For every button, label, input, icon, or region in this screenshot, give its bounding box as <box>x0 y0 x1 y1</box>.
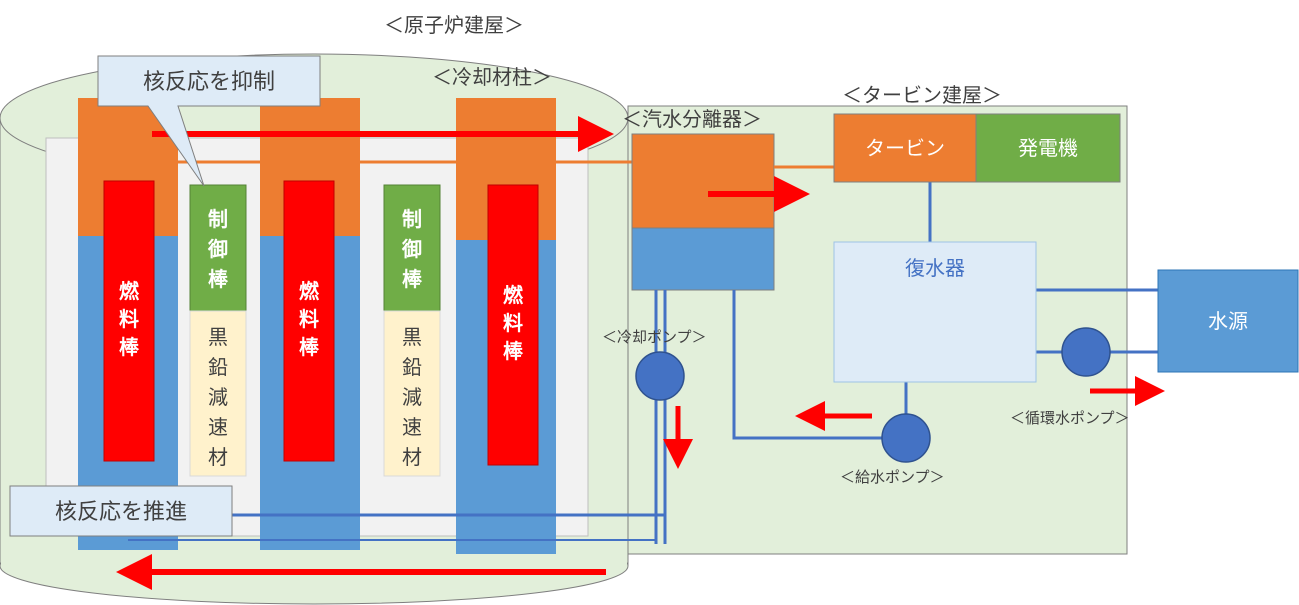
graphite-2-label-2: 鉛 <box>402 355 422 379</box>
feed-pump-icon <box>881 413 931 463</box>
feed-pump-label: ＜給水ポンプ＞ <box>840 468 945 486</box>
graphite-2-label-4: 速 <box>402 415 422 439</box>
circ-pump-icon <box>1061 327 1111 377</box>
callout-suppress <box>97 55 321 187</box>
fuel-rod-3-label-3: 棒 <box>503 339 524 363</box>
control-rod-1-label-1: 制 <box>208 207 228 231</box>
steam-separator-label: ＜汽水分離器＞ <box>622 107 762 131</box>
callout-suppress-label: 核反応を抑制 <box>143 70 275 95</box>
circ-pump-label: ＜循環水ポンプ＞ <box>1010 409 1130 427</box>
turbine-box <box>833 113 977 183</box>
coolant-pump-label: ＜冷却ポンプ＞ <box>602 328 707 346</box>
steam-separator <box>631 133 775 291</box>
graphite-2-label-3: 減 <box>402 385 422 409</box>
graphite-1-label-3: 減 <box>208 385 228 409</box>
fuel-rod-1-label-2: 料 <box>119 307 139 331</box>
control-rod-1-label-2: 御 <box>207 237 228 261</box>
condenser-box <box>833 241 1037 383</box>
fuel-rod-2-label-1: 燃 <box>299 279 320 303</box>
condenser-label: 復水器 <box>905 256 965 280</box>
graphite-2-label-1: 黒 <box>402 325 422 349</box>
graphite-1-label-4: 速 <box>208 415 228 439</box>
water-source-label: 水源 <box>1208 309 1248 333</box>
graphite-moderator-2 <box>383 310 441 477</box>
callout-promote-label: 核反応を推進 <box>55 500 187 525</box>
control-rod-2-label-1: 制 <box>402 207 422 231</box>
fuel-rod-2 <box>283 180 335 462</box>
fuel-rod-1-label-1: 燃 <box>119 279 140 303</box>
graphite-1-label-2: 鉛 <box>208 355 228 379</box>
fuel-rod-3-label-2: 料 <box>503 311 523 335</box>
reactor-building-label: ＜原子炉建屋＞ <box>384 13 524 37</box>
control-rod-2-label-2: 御 <box>401 237 422 261</box>
fuel-rod-3 <box>487 184 539 466</box>
control-rod-2 <box>383 184 441 312</box>
coolant-pump-icon <box>635 351 685 401</box>
control-rod-1-label-3: 棒 <box>208 267 229 291</box>
graphite-moderator-1 <box>189 310 247 477</box>
turbine-label: タービン <box>865 136 945 160</box>
turbine-building-label: ＜タービン建屋＞ <box>842 83 1002 107</box>
control-rod-2-label-3: 棒 <box>402 267 423 291</box>
graphite-1-label-1: 黒 <box>208 325 228 349</box>
coolant-column-label: ＜冷却材柱＞ <box>432 65 552 89</box>
fuel-rod-1 <box>103 180 155 462</box>
water-source-box <box>1157 269 1299 373</box>
graphite-2-label-5: 材 <box>402 445 422 469</box>
control-rod-1 <box>189 184 247 312</box>
generator-box <box>975 113 1121 183</box>
fuel-rod-3-label-1: 燃 <box>503 283 524 307</box>
fuel-rod-1-label-3: 棒 <box>119 335 140 359</box>
graphite-1-label-5: 材 <box>208 445 228 469</box>
fuel-rod-2-label-2: 料 <box>299 307 319 331</box>
fuel-rod-2-label-3: 棒 <box>299 335 320 359</box>
generator-label: 発電機 <box>1018 136 1078 160</box>
callout-promote <box>9 485 233 537</box>
